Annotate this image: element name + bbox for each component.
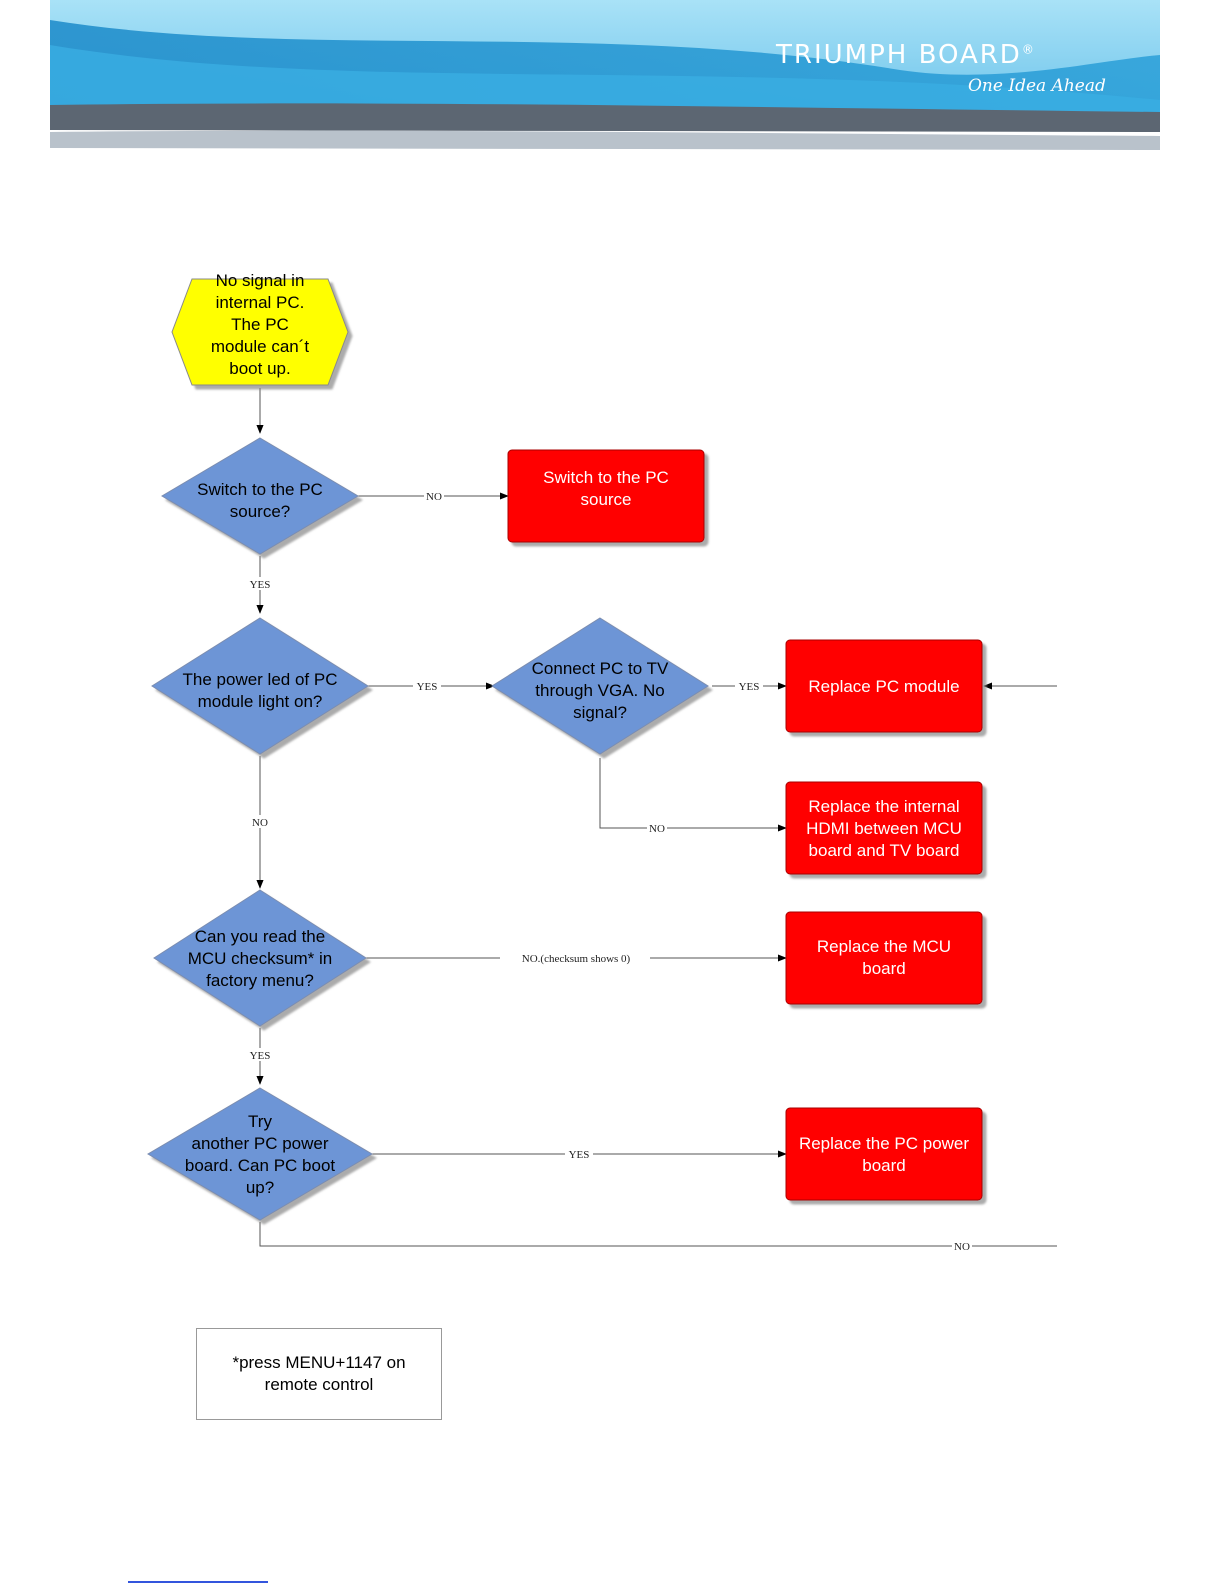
node-text-line: boot up. [229,359,290,378]
node-text-line: module light on? [198,692,323,711]
node-text-line: internal PC. [216,293,305,312]
header-wave-light [50,45,1160,120]
node-text-line: Try [248,1112,272,1131]
node-text-line: through VGA. No [535,681,664,700]
decision-power-led-text: The power led of PC module light on? [183,670,338,711]
node-text-line: board and TV board [809,841,960,860]
decision-power-led: The power led of PC module light on? [151,617,369,755]
node-text-line: The PC [231,315,289,334]
node-text-line: Can you read the [195,927,325,946]
edge-labels: NO YES YES YES NO NO NO.(checksum shows … [246,489,972,1253]
label-led-yes: YES [417,681,438,693]
footnote-box: *press MENU+1147 on remote control [196,1328,442,1420]
decision-switch-source-text: Switch to the PC source? [197,480,323,521]
node-text-line: No signal in [216,271,305,290]
node-text-line: board [862,1156,905,1175]
node-start: No signal in internal PC. The PC module can… [171,271,349,386]
action-switch-source: Switch to the PC source [507,449,705,543]
action-replace-power-board: Replace the PC power board [785,1107,983,1201]
edge-vga-no [599,758,787,832]
node-text-line: signal? [573,703,627,722]
footer-link-underline[interactable] [128,1581,268,1583]
decision-vga: Connect PC to TV through VGA. No signal? [491,617,709,755]
label-source-no: NO [426,491,442,503]
node-text-line: board. Can PC boot [185,1156,336,1175]
node-text-line: MCU checksum* in [188,949,333,968]
label-led-no: NO [252,817,268,829]
node-text-line: Replace the internal [808,797,959,816]
decision-switch-source: Switch to the PC source? [161,437,359,555]
node-text-line: another PC power [191,1134,328,1153]
node-text-line: board [862,959,905,978]
node-text-line: Switch to the PC [543,468,669,487]
node-text-line: Connect PC to TV [532,659,669,678]
footnote-text: *press MENU+1147 on remote control [232,1353,406,1394]
label-source-yes: YES [250,579,271,591]
decision-power-board-text: Try another PC power board. Can PC boot up? [185,1112,336,1197]
node-text-line: Replace the PC power [799,1134,969,1153]
node-text-line: factory menu? [206,971,314,990]
start-shape [171,278,349,386]
decision-power-board: Try another PC power board. Can PC boot up? [147,1087,373,1221]
node-text-line: up? [246,1178,274,1197]
action-switch-source-text: Switch to the PC source [543,468,669,509]
node-text-line: Replace the MCU [817,937,951,956]
node-text-line: source [580,490,631,509]
brand-name: TRIUMPH BOARD® [776,40,1036,70]
node-text-line: The power led of PC [183,670,338,689]
decision-vga-text: Connect PC to TV through VGA. No signal? [532,659,669,722]
action-replace-mcu-text: Replace the MCU board [817,937,951,978]
action-replace-pc-module: Replace PC module [785,639,983,733]
action-replace-power-board-text: Replace the PC power board [799,1134,969,1175]
action-replace-pc-module-text: Replace PC module [808,677,959,696]
edge-power-no [259,1222,1057,1247]
label-power-no: NO [954,1241,970,1253]
node-text-line: Switch to the PC [197,480,323,499]
node-text-line: Replace PC module [808,677,959,696]
node-text-line: source? [230,502,290,521]
start-text: No signal in internal PC. The PC module can… [211,271,310,378]
header-silver-band [50,130,1160,150]
header-gray-band [50,103,1160,132]
brand-tagline: One Idea Ahead [968,76,1106,96]
node-text-line: HDMI between MCU [806,819,962,838]
action-replace-mcu: Replace the MCU board [785,911,983,1005]
node-text-line: module can´t [211,337,310,356]
label-power-yes: YES [569,1149,590,1161]
label-checksum-no: NO.(checksum shows 0) [522,953,631,965]
label-vga-no: NO [649,823,665,835]
label-vga-yes: YES [739,681,760,693]
header-banner [50,0,1160,150]
label-checksum-yes: YES [250,1050,271,1062]
